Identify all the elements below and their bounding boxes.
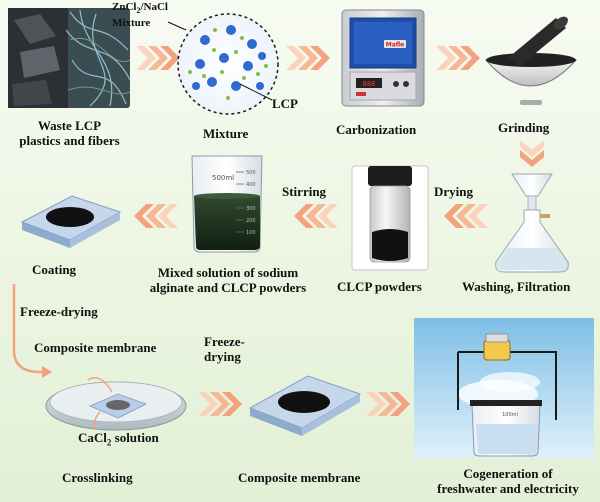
cogeneration-label: Cogeneration of freshwater and electrici… bbox=[422, 466, 594, 496]
beaker-tick-400: 400 bbox=[246, 182, 256, 188]
beaker-tick-500: 500 bbox=[246, 170, 256, 176]
cogen-beaker-mark: 100ml bbox=[502, 412, 518, 418]
mixture-circle bbox=[167, 13, 279, 115]
mixture-label: Mixture bbox=[203, 126, 249, 141]
petri-dish-image bbox=[45, 377, 187, 431]
arrow-dish-to-membrane bbox=[198, 392, 242, 416]
waste-lcp-line1: Waste LCP bbox=[37, 118, 102, 133]
freeze-drying-label-1: Freeze-drying bbox=[20, 304, 98, 319]
freeze-drying-2-line1: Freeze- bbox=[204, 334, 245, 349]
freeze-drying-2-line2: drying bbox=[204, 349, 241, 364]
composite-membrane-image bbox=[248, 375, 362, 436]
beaker-volume-label: 500ml bbox=[212, 174, 234, 182]
mixed-solution-line2: alginate and CLCP powders bbox=[149, 280, 307, 295]
oven-image: 888 Mafle bbox=[341, 9, 425, 107]
cacl2-solution-label: CaCl2 solution bbox=[78, 430, 159, 451]
salt-mixture-label: ZnCl2/NaCl Mixture bbox=[112, 1, 168, 29]
salt-formula-subscript: 2 bbox=[136, 6, 141, 16]
svg-text:888: 888 bbox=[363, 80, 376, 88]
beaker-solution-image: 500ml 500 400 300 200 100 bbox=[191, 155, 263, 253]
cacl2-formula: CaCl bbox=[78, 430, 107, 445]
crosslinking-label: Crosslinking bbox=[62, 470, 133, 485]
composite-membrane-bottom-label: Composite membrane bbox=[238, 470, 361, 485]
oven-brand-label: Mafle bbox=[386, 42, 405, 49]
arrow-oven-to-grinding bbox=[436, 46, 480, 70]
arrow-mixture-to-oven bbox=[286, 46, 330, 70]
mortar-pestle-image bbox=[484, 16, 578, 105]
beaker-tick-100: 100 bbox=[246, 230, 256, 236]
mixed-solution-label: Mixed solution of sodium alginate and CL… bbox=[138, 265, 318, 295]
grinding-label: Grinding bbox=[498, 120, 550, 135]
washing-filtration-label: Washing, Filtration bbox=[462, 279, 571, 294]
cogeneration-line2: freshwater and electricity bbox=[437, 481, 579, 496]
cogeneration-line1: Cogeneration of bbox=[463, 466, 553, 481]
salt-mixture-word: Mixture bbox=[112, 17, 151, 30]
clcp-vial-image bbox=[351, 165, 429, 271]
coating-label: Coating bbox=[32, 262, 77, 277]
cogeneration-image: 100ml bbox=[414, 318, 594, 458]
salt-formula-zn: ZnCl bbox=[112, 1, 137, 13]
stirring-label: Stirring bbox=[282, 184, 327, 199]
cacl2-solution-word: solution bbox=[111, 430, 159, 445]
filtration-flask-image bbox=[495, 173, 569, 273]
composite-membrane-top-label: Composite membrane bbox=[34, 340, 157, 355]
arrow-waste-to-mixture bbox=[136, 46, 180, 70]
arrow-coating-to-crosslinking bbox=[12, 284, 52, 378]
waste-lcp-line2: plastics and fibers bbox=[19, 133, 120, 148]
drying-label: Drying bbox=[434, 184, 473, 199]
lcp-label: LCP bbox=[272, 96, 298, 111]
freeze-drying-label-2: Freeze- drying bbox=[204, 334, 245, 364]
carbonization-label: Carbonization bbox=[336, 122, 417, 137]
arrow-clcp-to-solution bbox=[294, 204, 338, 228]
arrow-solution-to-coating bbox=[134, 204, 178, 228]
waste-lcp-image bbox=[8, 8, 131, 108]
coated-substrate-image bbox=[20, 195, 122, 248]
arrow-membrane-to-cogeneration bbox=[366, 392, 410, 416]
arrow-washing-to-clcp bbox=[444, 204, 488, 228]
mixed-solution-line1: Mixed solution of sodium bbox=[157, 265, 299, 280]
beaker-tick-300: 300 bbox=[246, 206, 256, 212]
waste-lcp-label: Waste LCP plastics and fibers bbox=[2, 118, 137, 148]
cacl2-subscript: 2 bbox=[106, 437, 112, 448]
clcp-powders-label: CLCP powders bbox=[337, 279, 422, 294]
arrow-grinding-to-washing bbox=[520, 140, 544, 167]
salt-formula-nacl: /NaCl bbox=[140, 1, 168, 13]
beaker-tick-200: 200 bbox=[246, 218, 256, 224]
